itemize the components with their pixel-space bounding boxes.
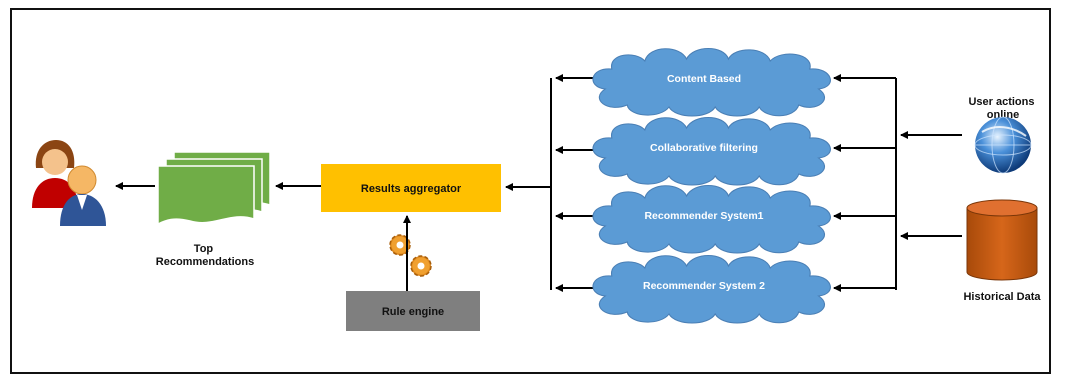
cloud-recommender-system-2: Recommender System 2 [592,254,831,324]
left-connector-bus [505,74,598,292]
top-recommendations-label: Top Recommendations [156,243,254,268]
user-actions-line-2: online [987,109,1019,121]
cloud-collaborative-filtering: Collaborative filtering [592,116,831,186]
right-connector-bus [833,74,962,292]
rule-engine-box [346,291,480,331]
top-recommendations-line-2: Recommendations [156,256,254,268]
rule-engine-label: Rule engine [382,306,444,318]
cloud-recommender-system-2-label: Recommender System 2 [643,280,765,292]
cloud-content-based: Content Based [592,47,831,117]
documents-stack-icon [157,151,271,226]
historical-data-label: Historical Data [963,291,1041,303]
cloud-collaborative-filtering-label: Collaborative filtering [650,142,758,154]
cloud-recommender-system-1: Recommender System1 [592,184,831,254]
user-actions-label: User actions online [968,96,1037,121]
globe-icon [974,116,1032,174]
top-recommendations-line-1: Top [194,243,214,255]
users-icon [32,140,106,226]
gears-icon [389,234,432,277]
user-actions-line-1: User actions [968,96,1034,108]
cloud-recommender-system-1-label: Recommender System1 [644,210,763,222]
cloud-content-based-label: Content Based [667,73,741,85]
results-aggregator-label: Results aggregator [361,183,462,195]
database-cylinder-icon [966,199,1038,281]
diagram-frame [10,8,1051,374]
results-aggregator-box [321,164,501,212]
